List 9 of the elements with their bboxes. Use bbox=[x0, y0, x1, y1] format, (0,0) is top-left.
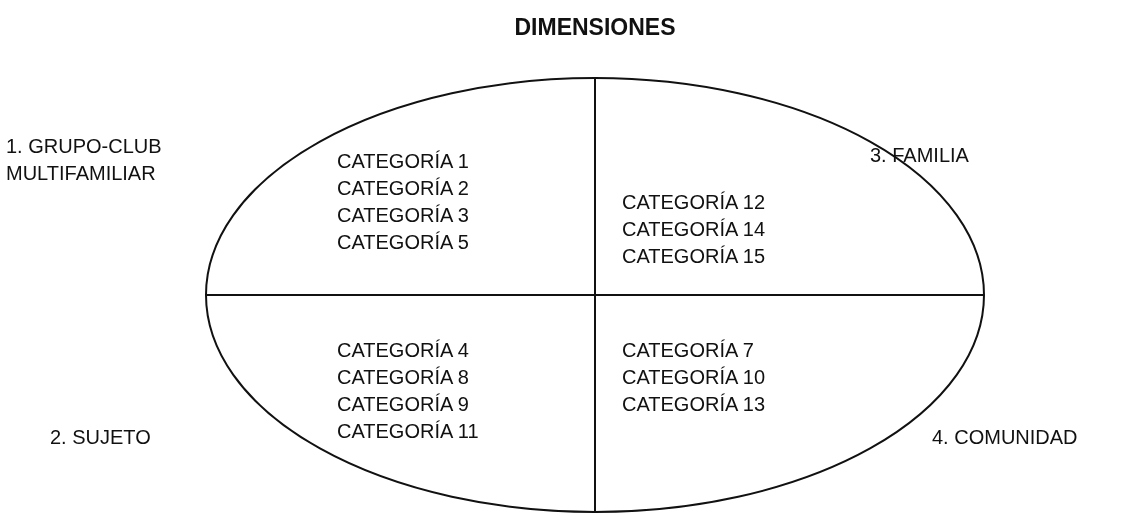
dimension-label: 1. GRUPO-CLUB MULTIFAMILIAR bbox=[6, 134, 163, 186]
title: DIMENSIONES bbox=[513, 14, 677, 41]
category-list: CATEGORÍA 12 CATEGORÍA 14 CATEGORÍA 15 bbox=[622, 189, 772, 270]
dimension-label: 3. FAMILIA bbox=[870, 143, 970, 168]
dimension-label: 2. SUJETO bbox=[50, 425, 152, 450]
category-list: CATEGORÍA 4 CATEGORÍA 8 CATEGORÍA 9 CATEGORÍA 11 bbox=[337, 337, 487, 445]
category-list: CATEGORÍA 1 CATEGORÍA 2 CATEGORÍA 3 CATEGORÍA 5 bbox=[337, 148, 487, 256]
category-list: CATEGORÍA 7 CATEGORÍA 10 CATEGORÍA 13 bbox=[622, 337, 772, 418]
dimension-label: 4. COMUNIDAD bbox=[932, 425, 1079, 450]
